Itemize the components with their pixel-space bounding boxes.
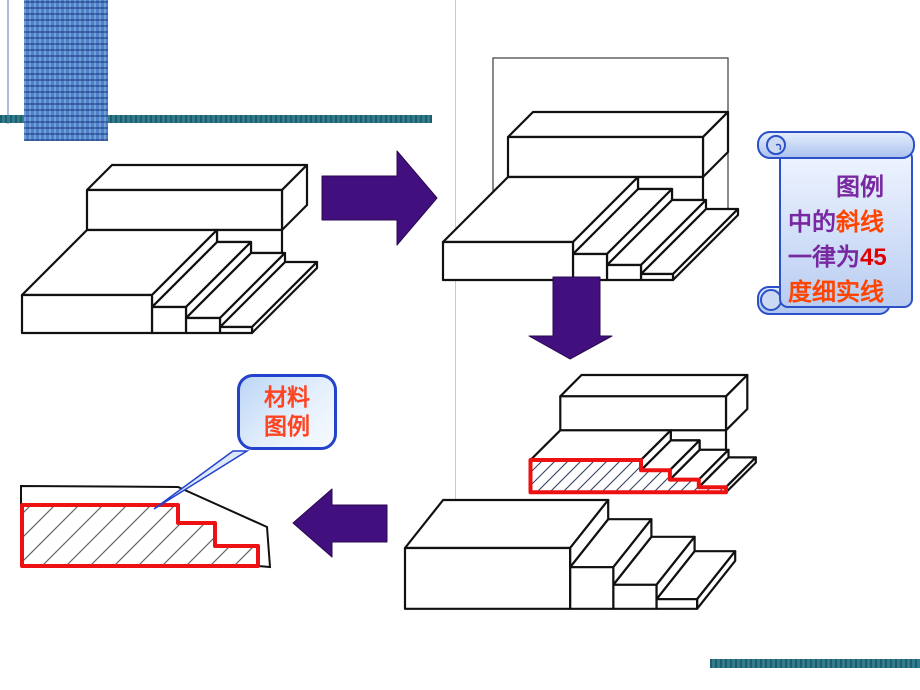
callout-line: 图例 (264, 413, 310, 439)
figure-block-front-half (403, 498, 737, 610)
scroll-note-segment: 图例 (836, 174, 884, 201)
scroll-note-line: 一律为45 (788, 244, 887, 271)
figure-block-with-cut-plane (441, 110, 740, 282)
figure-block-original (20, 163, 319, 335)
scroll-note-segment: 中的 (788, 209, 836, 236)
top-teal-rule (0, 115, 432, 123)
scroll-note-line: 中的斜线 (788, 209, 884, 236)
flow-arrow-down-icon (528, 276, 613, 360)
scroll-note-segment: 一律为 (788, 244, 860, 271)
scroll-shape (757, 131, 915, 315)
bottom-teal-rule (710, 659, 920, 668)
scroll-note-line: 度细实线 (788, 279, 884, 306)
scroll-note-line: 图例 (788, 170, 908, 205)
material-legend-callout: 材料 图例 (237, 374, 337, 450)
flow-arrow-right-icon (321, 150, 438, 246)
flow-arrow-left-icon (292, 488, 388, 558)
left-edge-rule (7, 0, 9, 124)
center-vertical-rule (455, 0, 456, 610)
callout-leader-line (153, 450, 250, 510)
figure-block-sectioned (528, 373, 757, 495)
callout-line: 材料 (264, 384, 310, 410)
scroll-note-text: 图例 中的斜线 一律为45 度细实线 (788, 170, 908, 310)
figure-section-view-2d (20, 484, 272, 569)
decorative-texture-square (24, 0, 108, 141)
